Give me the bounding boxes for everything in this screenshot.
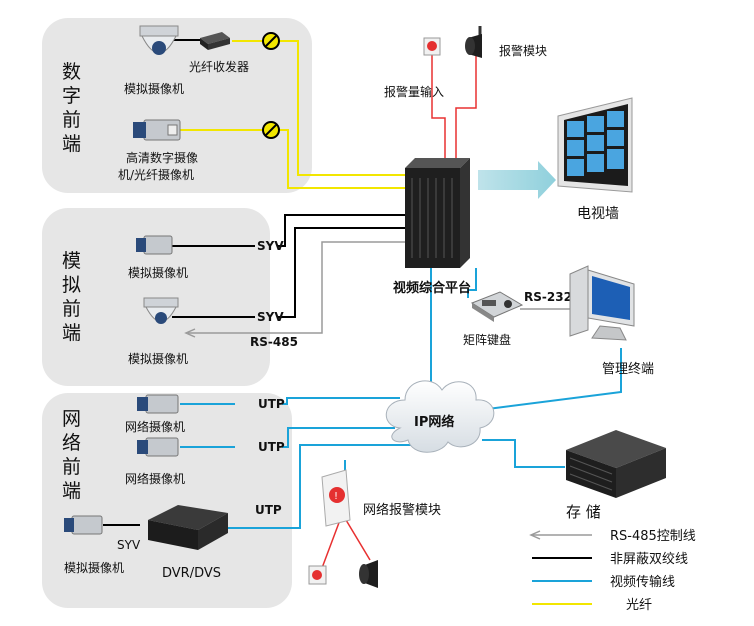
svg-text:UTP: UTP [258, 440, 285, 454]
alarm-siren-icon [465, 26, 482, 58]
network-frontend-title: 网 络 前 端 [62, 408, 81, 502]
svg-text:数: 数 [62, 61, 81, 83]
fiber-transceiver-icon [200, 32, 230, 50]
svg-text:非屏蔽双绞线: 非屏蔽双绞线 [610, 551, 688, 567]
legend-item-video: 视频传输线 [532, 574, 675, 590]
svg-text:络: 络 [62, 432, 81, 454]
svg-text:前: 前 [62, 109, 81, 131]
svg-text:SYV: SYV [257, 310, 284, 324]
video-lines [180, 268, 622, 529]
svg-text:端: 端 [62, 322, 81, 344]
computer-icon [569, 265, 635, 341]
svg-text:模: 模 [62, 250, 81, 272]
svg-text:拟: 拟 [62, 274, 81, 296]
legend-item-rs485: RS-485控制线 [529, 529, 696, 544]
box-camera-icon [136, 235, 173, 255]
hd-camera-label-line2: 机/光纤摄像机 [118, 167, 194, 182]
fiber-transceiver-label: 光纤收发器 [189, 59, 249, 74]
analog-camera-label-3: 模拟摄像机 [128, 351, 188, 366]
analog-frontend-zone [42, 208, 270, 386]
analog-camera-label-2: 模拟摄像机 [128, 265, 188, 280]
legend-item-fiber: 光纤 [532, 598, 652, 613]
dome-camera-icon [143, 297, 179, 324]
dome-camera-icon [139, 25, 179, 55]
ip-network-label: IP网络 [414, 414, 454, 430]
svg-text:!: ! [334, 491, 338, 502]
alarm-siren-icon [359, 560, 378, 588]
video-platform-label: 视频综合平台 [393, 280, 471, 296]
line-labels: SYV SYV RS-485 RS-232 UTP UTP UTP SYV [117, 239, 572, 552]
svg-text:前: 前 [62, 456, 81, 478]
svg-text:端: 端 [62, 133, 81, 155]
digital-frontend-zone [42, 18, 312, 193]
analog-camera-label-4: 模拟摄像机 [64, 560, 124, 575]
network-alarm-module-icon: ! [321, 469, 351, 527]
alarm-button-icon [423, 37, 441, 56]
network-camera-label-1: 网络摄像机 [125, 419, 185, 434]
ip-network-cloud-icon [385, 380, 495, 453]
svg-text:UTP: UTP [255, 503, 282, 517]
svg-text:字: 字 [62, 85, 81, 107]
svg-text:SYV: SYV [257, 239, 284, 253]
fiber-connector-icon [262, 32, 280, 50]
matrix-keyboard-label: 矩阵键盘 [463, 332, 511, 347]
alarm-module-label: 报警模块 [499, 43, 547, 58]
network-camera-label-2: 网络摄像机 [125, 471, 185, 486]
fiber-connector-icon [262, 121, 280, 139]
management-terminal-label: 管理终端 [602, 361, 654, 377]
hd-camera-label-line1: 高清数字摄像 [126, 150, 198, 165]
svg-text:网: 网 [62, 408, 81, 430]
video-wall-label: 电视墙 [577, 206, 619, 222]
svg-text:前: 前 [62, 298, 81, 320]
video-platform-icon [405, 158, 470, 268]
svg-text:RS-232: RS-232 [524, 290, 572, 304]
svg-text:UTP: UTP [258, 397, 285, 411]
svg-text:光纤: 光纤 [626, 598, 652, 613]
alarm-input-label: 报警量输入 [384, 84, 444, 99]
svg-text:RS-485控制线: RS-485控制线 [610, 529, 696, 544]
network-alarm-module-label: 网络报警模块 [363, 502, 441, 518]
network-camera-icon [137, 394, 179, 414]
storage-server-icon [566, 430, 666, 498]
hd-camera-icon [133, 119, 181, 141]
legend-item-twisted-pair: 非屏蔽双绞线 [532, 551, 688, 567]
box-camera-icon [64, 515, 103, 535]
digital-frontend-title: 数 字 前 端 [62, 61, 81, 155]
dvr-icon [148, 505, 228, 550]
twisted-pair-lines [103, 39, 405, 526]
alarm-button-icon [308, 565, 327, 585]
matrix-keyboard-icon [470, 291, 524, 322]
network-camera-icon [137, 437, 179, 457]
analog-frontend-title: 模 拟 前 端 [62, 250, 81, 344]
svg-text:视频传输线: 视频传输线 [610, 574, 675, 590]
analog-camera-label-1: 模拟摄像机 [124, 81, 184, 96]
video-wall-icon [557, 97, 633, 193]
svg-text:RS-485: RS-485 [250, 335, 298, 349]
svg-text:SYV: SYV [117, 538, 141, 552]
dvr-label: DVR/DVS [162, 566, 221, 581]
legend: RS-485控制线 非屏蔽双绞线 视频传输线 光纤 [529, 529, 696, 613]
output-arrow-icon [478, 161, 556, 199]
storage-label: 存 储 [566, 503, 601, 521]
svg-text:端: 端 [62, 480, 81, 502]
